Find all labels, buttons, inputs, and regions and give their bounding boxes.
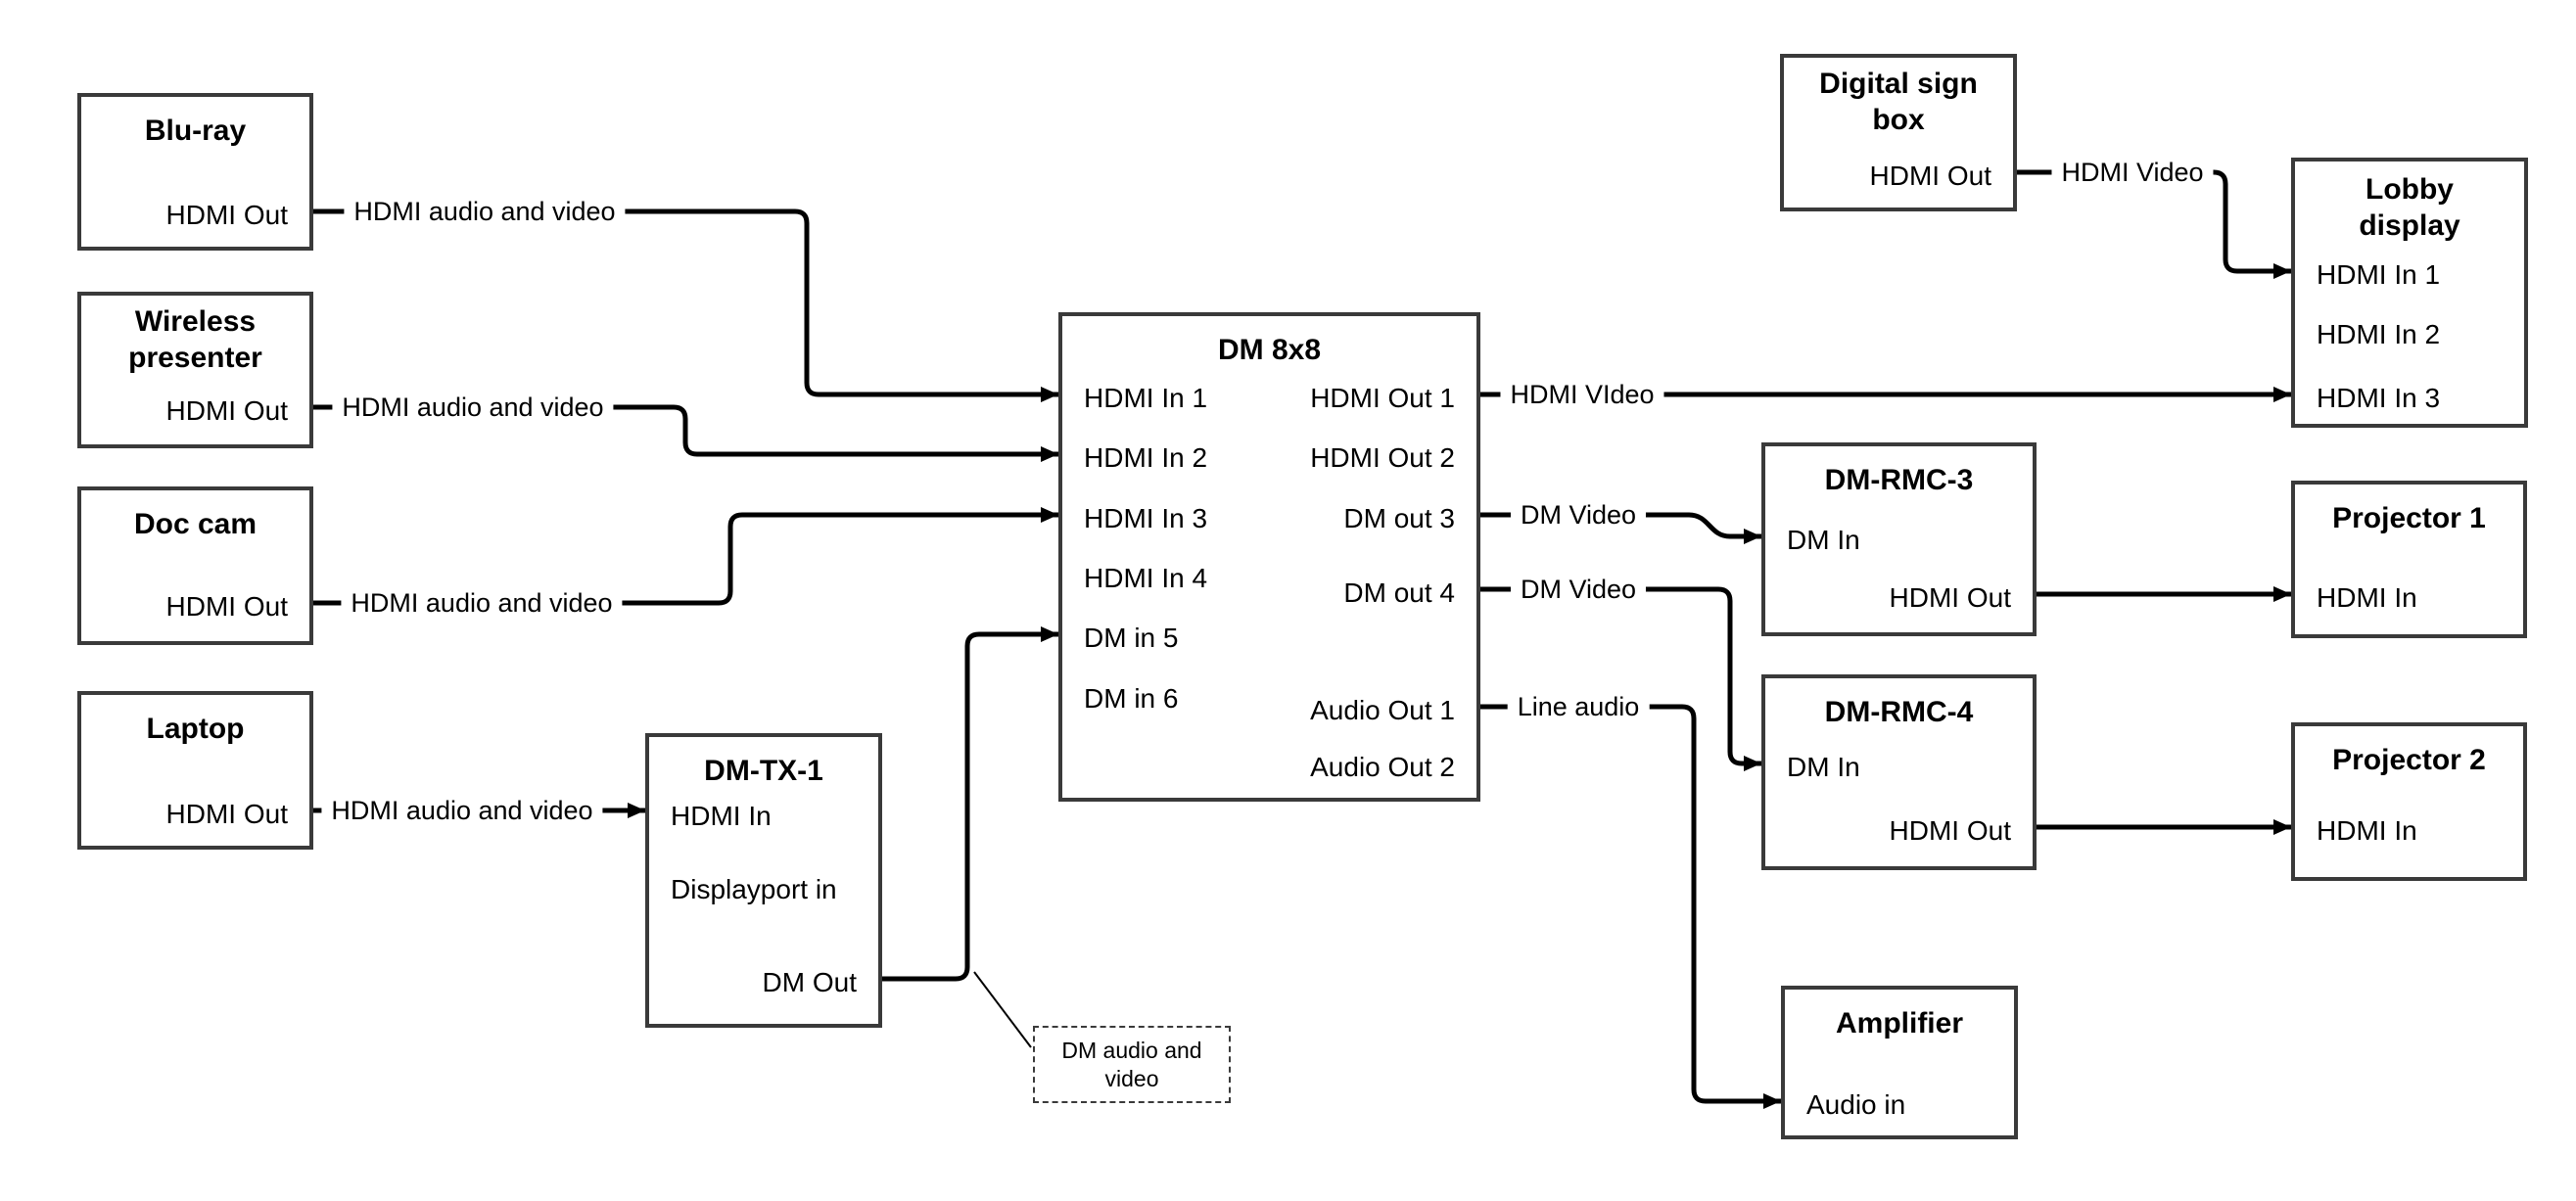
node-title: Projector 1 (2332, 502, 2486, 534)
port-dm-out-4: DM out 4 (1343, 577, 1455, 608)
wire-label-line-audio: Line audio (1507, 691, 1650, 722)
port-hdmi-out: HDMI Out (1889, 582, 2011, 613)
node-projector-2[interactable]: Projector 2 HDMI In (2291, 722, 2527, 881)
wire-label-hdmi-audio-video-2: HDMI audio and video (332, 392, 614, 423)
port-dm-in-5: DM in 5 (1084, 623, 1179, 653)
node-title: DM-RMC-4 (1824, 696, 1974, 728)
wire-dmtx1-to-dm8x8-in5 (882, 626, 1058, 982)
node-title: Amplifier (1835, 1007, 1964, 1039)
wire-label-hdmi-audio-video-1: HDMI audio and video (344, 196, 626, 227)
node-title: Digital sign box (1819, 68, 1978, 136)
wire-label-hdmi-audio-video-3: HDMI audio and video (341, 587, 623, 619)
wire-label-dm-video-out4: DM Video (1510, 574, 1647, 605)
node-title: Wireless presenter (128, 305, 262, 374)
wire-digital-sign-to-lobby-in1 (2017, 169, 2291, 279)
wire-bluray-to-dm8x8-in1 (313, 208, 1058, 402)
node-dm-rmc-3[interactable]: DM-RMC-3 DM In HDMI Out (1761, 442, 2037, 636)
wire-dm8x8-aout1-to-amplifier (1480, 704, 1781, 1109)
wire-dm8x8-out3-to-dmrmc3 (1480, 512, 1761, 544)
wire-wireless-to-dm8x8-in2 (313, 404, 1058, 462)
port-hdmi-in-4: HDMI In 4 (1084, 563, 1208, 593)
port-hdmi-in-2: HDMI In 2 (1084, 442, 1208, 473)
port-dm-in: DM In (1787, 752, 1860, 782)
node-projector-1[interactable]: Projector 1 HDMI In (2291, 481, 2527, 638)
node-amplifier[interactable]: Amplifier Audio in (1781, 986, 2018, 1139)
port-audio-out-1: Audio Out 1 (1310, 695, 1455, 725)
node-dm-8x8[interactable]: DM 8x8 HDMI In 1 HDMI In 2 HDMI In 3 HDM… (1058, 312, 1480, 802)
node-title: Lobby display (2359, 173, 2460, 242)
port-dm-in-6: DM in 6 (1084, 683, 1179, 714)
node-title: Doc cam (133, 508, 258, 540)
port-hdmi-out: HDMI Out (1869, 161, 1991, 191)
port-hdmi-out: HDMI Out (165, 395, 288, 426)
port-hdmi-in-3: HDMI In 3 (2317, 383, 2441, 413)
port-hdmi-out: HDMI Out (1889, 815, 2011, 846)
port-hdmi-in: HDMI In (671, 801, 772, 831)
note-callout-line (973, 971, 1032, 1048)
port-hdmi-out: HDMI Out (165, 591, 288, 622)
port-hdmi-in-3: HDMI In 3 (1084, 503, 1208, 533)
wire-label-hdmi-video-sign: HDMI Video (2051, 157, 2214, 188)
node-laptop[interactable]: Laptop HDMI Out (77, 691, 313, 850)
node-lobby-display[interactable]: Lobby display HDMI In 1 HDMI In 2 HDMI I… (2291, 158, 2528, 428)
port-dm-out-3: DM out 3 (1343, 503, 1455, 533)
port-dm-in: DM In (1787, 525, 1860, 555)
port-hdmi-in: HDMI In (2317, 815, 2417, 846)
port-hdmi-out-1: HDMI Out 1 (1310, 383, 1455, 413)
port-hdmi-in-1: HDMI In 1 (1084, 383, 1208, 413)
wire-doccam-to-dm8x8-in3 (313, 507, 1058, 606)
node-title: Blu-ray (144, 115, 247, 147)
port-dm-out: DM Out (762, 967, 857, 997)
node-title: DM-TX-1 (704, 755, 823, 787)
port-hdmi-in-2: HDMI In 2 (2317, 319, 2441, 349)
node-title: Projector 2 (2332, 744, 2486, 776)
node-wireless-presenter[interactable]: Wireless presenter HDMI Out (77, 292, 313, 448)
node-title: Laptop (146, 713, 245, 745)
node-doc-cam[interactable]: Doc cam HDMI Out (77, 486, 313, 645)
node-title: DM-RMC-3 (1824, 464, 1974, 496)
node-blu-ray[interactable]: Blu-ray HDMI Out (77, 93, 313, 251)
note-dm-audio-and-video: DM audio and video (1033, 1026, 1231, 1103)
note-text: DM audio and video (1061, 1037, 1202, 1091)
node-dm-tx-1[interactable]: DM-TX-1 HDMI In Displayport in DM Out (645, 733, 882, 1028)
node-dm-rmc-4[interactable]: DM-RMC-4 DM In HDMI Out (1761, 674, 2037, 870)
port-audio-out-2: Audio Out 2 (1310, 752, 1455, 782)
wire-label-hdmi-video-out1: HDMI VIdeo (1500, 379, 1664, 410)
port-hdmi-out: HDMI Out (165, 799, 288, 829)
node-digital-sign-box[interactable]: Digital sign box HDMI Out (1780, 54, 2017, 211)
wire-label-dm-video-out3: DM Video (1510, 499, 1647, 531)
port-audio-in: Audio in (1806, 1089, 1906, 1120)
port-hdmi-in-1: HDMI In 1 (2317, 259, 2441, 290)
wire-label-hdmi-audio-video-4: HDMI audio and video (321, 795, 603, 826)
port-hdmi-in: HDMI In (2317, 582, 2417, 613)
port-hdmi-out: HDMI Out (165, 200, 288, 230)
wire-dm8x8-out4-to-dmrmc4 (1480, 586, 1761, 771)
port-hdmi-out-2: HDMI Out 2 (1310, 442, 1455, 473)
port-displayport-in: Displayport in (671, 874, 837, 904)
node-title: DM 8x8 (1217, 334, 1322, 366)
